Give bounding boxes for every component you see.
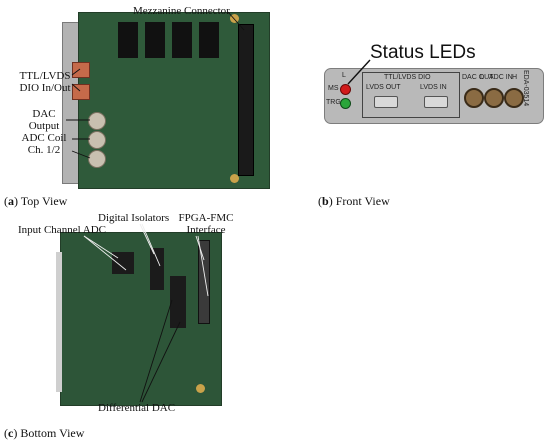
panel-b-front-view: Status LEDs L MS TRG TTL/LVDS DIO LVDS O… [290,0,550,215]
leader-adc-2 [71,150,91,159]
front-trg-label: TRG [326,99,341,106]
front-coax-adc-l [484,88,504,108]
label-input-channel-adc: Input Channel ADC [18,224,106,236]
label-mezzanine-connector: Mezzanine Connector [133,5,230,17]
leader-mezzanine [227,11,245,31]
bottom-chip-dac [170,276,186,328]
bottom-view-leader-lines [83,223,209,403]
label-dac-output: DAC Output [22,108,66,132]
label-dio-in-out: TTL/LVDS DIO In/Out [16,70,74,94]
front-lvds-out-label: LVDS OUT [366,84,401,91]
leader-dac-2 [141,321,181,403]
top-relay-4 [199,22,219,58]
caption-c-letter: c [8,426,14,440]
front-led-green [340,98,351,109]
leader-status-leds [347,59,371,85]
label-status-leds: Status LEDs [370,42,476,63]
leader-isolators-1 [139,223,155,255]
caption-b: (b) Front View [318,194,390,208]
bottom-fmc-connector [198,240,210,324]
caption-a: (a) Top View [4,194,68,208]
top-mount-hole-2 [230,174,239,183]
leader-adc-1 [83,235,119,259]
front-side-id: EDA-03514 [522,70,529,107]
front-dac-out-label: DAC OUT [462,74,494,81]
bottom-edge-strip [56,252,62,392]
caption-a-text: Top View [20,194,68,208]
front-coax-adc-h [504,88,524,108]
label-adc-line2: Ch. 1/2 [27,144,61,156]
label-dio-line1: TTL/LVDS [19,70,71,82]
front-adc-l-label: L [480,74,484,81]
front-view-leader-lines [347,59,371,85]
leader-isolators-2 [141,223,161,267]
front-coax-dac [464,88,484,108]
front-lvds-in-label: LVDS IN [420,84,447,91]
label-dac-line2: Output [28,120,60,132]
label-fpga-fmc-line1: FPGA-FMC [178,212,234,224]
panel-a-top-view: Mezzanine Connector TTL/LVDS DIO In/Out … [0,0,290,215]
top-relay-1 [118,22,138,58]
caption-a-letter: a [8,194,14,208]
front-adc-h-label: H [512,74,518,81]
front-dio-title: TTL/LVDS DIO [384,74,431,81]
leader-adc-2 [83,235,127,271]
top-view-leader-lines [66,11,245,159]
front-ms-label: MS [328,85,339,92]
bottom-pcb-board [60,232,222,406]
leader-dio-1 [71,68,81,76]
front-led-red [340,84,351,95]
label-differential-dac: Differential DAC [98,402,176,414]
top-mount-hole-1 [230,14,239,23]
bottom-mount-hole [196,384,205,393]
caption-c: (c) Bottom View [4,426,85,440]
label-adc-line1: ADC Coil [21,132,67,144]
label-fpga-fmc: FPGA-FMC Interface [172,212,240,236]
top-dio-connector-1 [72,62,90,78]
label-dio-line2: DIO In/Out [19,82,71,94]
top-coax-adc-1 [88,131,106,149]
top-relay-2 [145,22,165,58]
front-dio-box [362,72,460,118]
label-adc-coil: ADC Coil Ch. 1/2 [15,132,73,156]
top-relay-3 [172,22,192,58]
panel-c-bottom-view: Digital Isolators FPGA-FMC Interface Inp… [0,200,290,443]
leader-dac-1 [139,299,173,403]
leader-fmc-2 [197,235,209,297]
bottom-chip-isolator [150,248,164,290]
front-lvds-in-port [424,96,448,108]
caption-b-letter: b [322,194,329,208]
label-digital-isolators: Digital Isolators [98,212,170,224]
caption-c-text: Bottom View [20,426,85,440]
top-coax-dac [88,112,106,130]
front-led-l-label: L [342,72,346,79]
top-coax-adc-2 [88,150,106,168]
top-mezzanine-connector [238,24,254,176]
label-fpga-fmc-line2: Interface [186,224,226,236]
caption-b-text: Front View [335,194,390,208]
label-dac-line1: DAC [32,108,56,120]
leader-dio-2 [71,83,81,92]
front-lvds-out-port [374,96,398,108]
front-adc-in-label: ADC IN [489,74,513,81]
